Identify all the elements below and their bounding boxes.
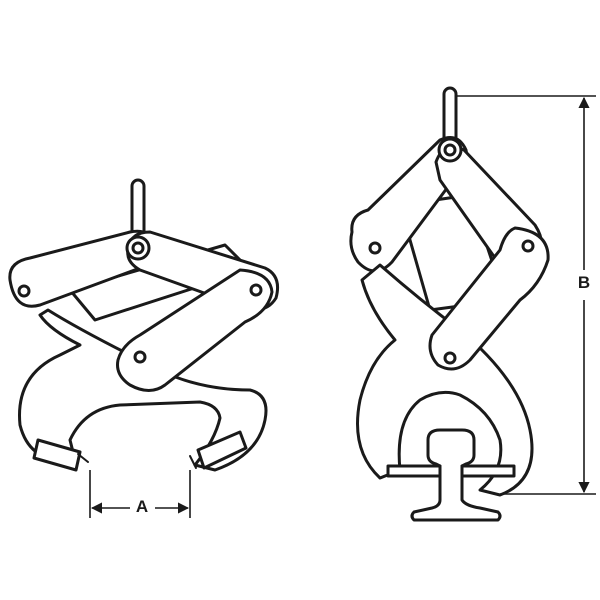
right-clamp-closed: [349, 86, 550, 522]
right-jaw-arm-left: [356, 263, 534, 497]
left-pivot-center: [133, 350, 147, 364]
left-jaw-pad-right: [196, 430, 248, 470]
dimension-b-label: B: [575, 274, 593, 292]
left-pivot-top-inner: [131, 241, 145, 255]
left-pivot-right: [249, 283, 263, 297]
left-clamp-open: [8, 178, 280, 472]
left-jaw-teeth-right: [189, 455, 197, 469]
right-jaw-pad-right: [460, 464, 516, 478]
right-pivot-right: [521, 239, 535, 253]
right-pivot-left: [368, 241, 382, 255]
left-jaw-teeth-left: [77, 453, 89, 463]
left-jaw-pad-left: [32, 438, 82, 472]
dimension-a: [89, 470, 191, 518]
right-pivot-center: [443, 351, 457, 365]
rail-section: [410, 428, 502, 522]
dimension-b: [456, 95, 596, 495]
right-pivot-top-inner: [443, 143, 457, 157]
dimension-a-label: A: [131, 498, 153, 516]
right-jaw-pad-left: [386, 464, 442, 478]
left-pivot-left: [17, 284, 31, 298]
left-jaw-arm-right: [116, 268, 274, 392]
right-jaw-arm-right: [428, 226, 550, 371]
